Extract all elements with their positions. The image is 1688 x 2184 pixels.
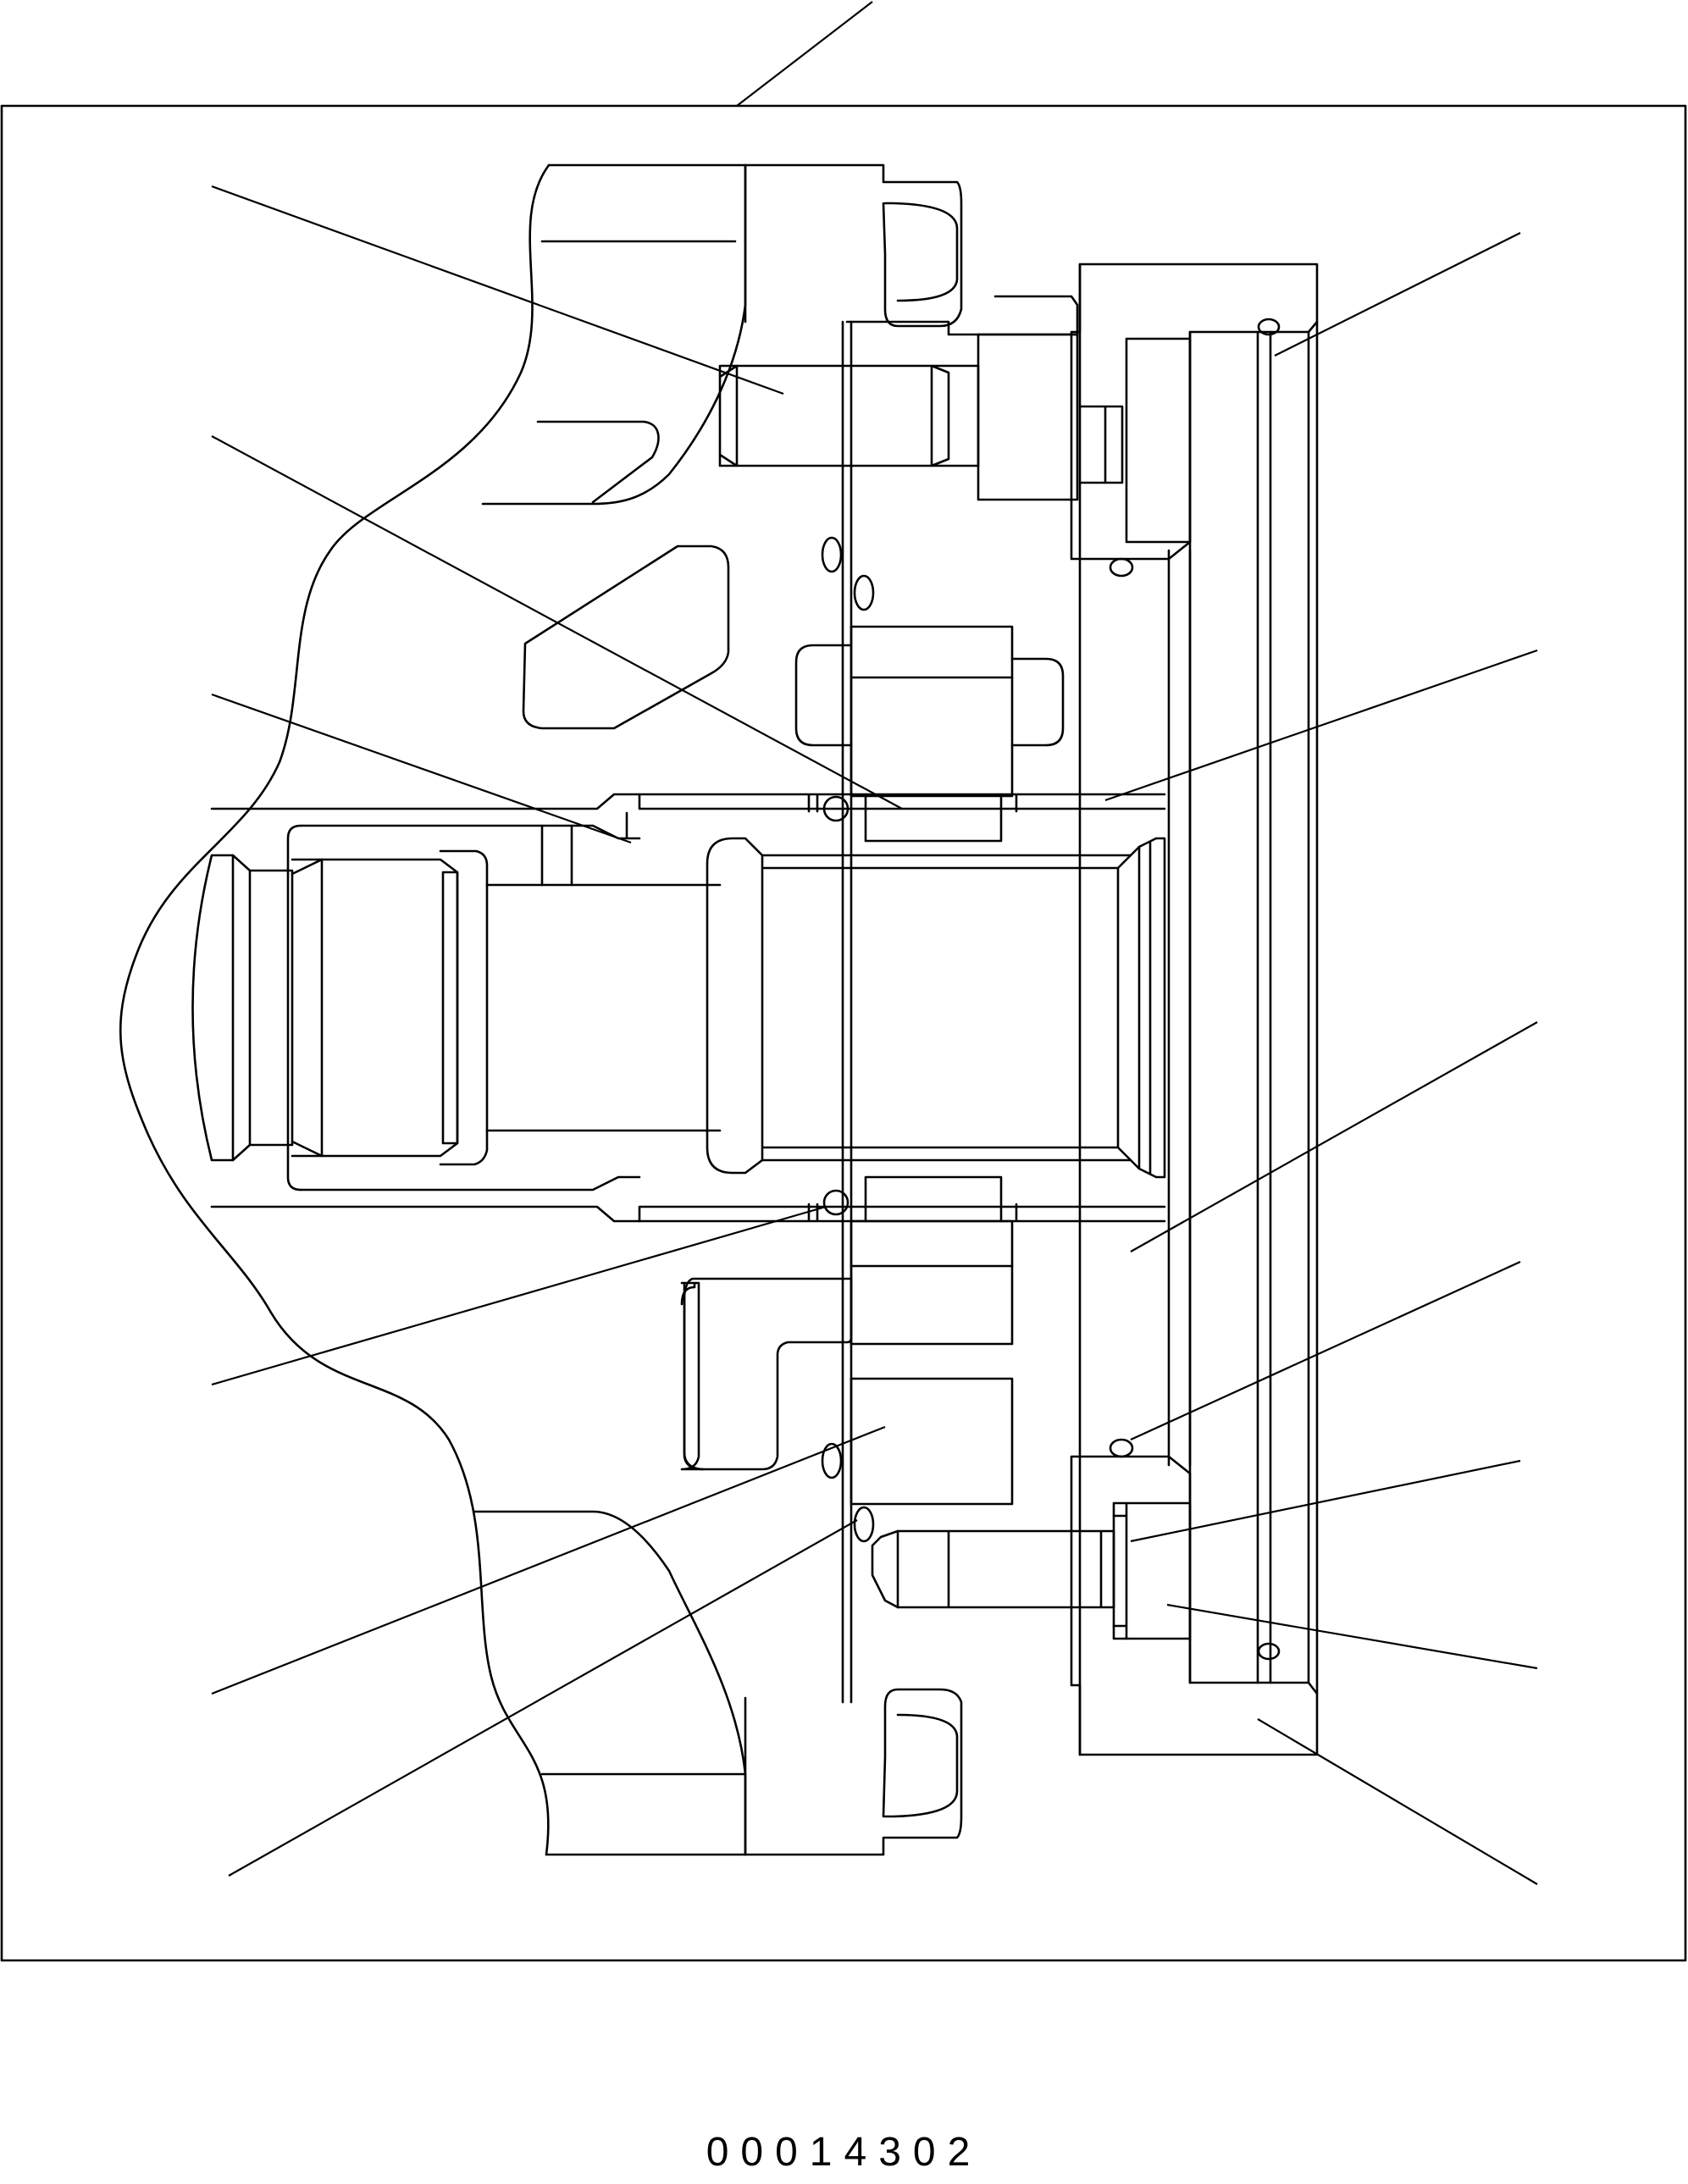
collar-bottom: [864, 1175, 1003, 1223]
bolt-head-top: [977, 333, 1079, 501]
leader-line-left-4: [211, 1205, 827, 1386]
collar-top: [864, 793, 1003, 843]
end-cover-outer: [1078, 263, 1319, 1756]
bolt-stud-bottom: [896, 1529, 1115, 1609]
retainer-inner-groove: [441, 871, 459, 1145]
housing-boss-top: [536, 240, 737, 504]
o-ring-valve-plate-3: [821, 1442, 843, 1479]
casting-bottom-step: [883, 1713, 959, 1818]
bolt-tip-bottom: [871, 1529, 899, 1609]
bolt-stud-top-right: [1078, 405, 1124, 484]
end-cover-bottom-boss: [1070, 1455, 1192, 1756]
piston-drum-outline: [706, 837, 1166, 1179]
o-ring-cover-top: [1109, 557, 1134, 578]
leader-line-left-2: [211, 435, 903, 810]
shaft-bore-upper-inner: [299, 811, 641, 840]
spool-block-lower-b: [850, 1377, 1014, 1506]
end-cover-top-boss: [1070, 263, 1192, 561]
bolt-flange-top: [845, 295, 1079, 336]
housing-casting-outline: [119, 163, 551, 1856]
housing-inner-contour-bottom: [473, 1510, 747, 1856]
o-ring-valve-plate-1: [821, 536, 843, 573]
casting-top-edge: [547, 163, 963, 328]
shaft-bore-lower-inner: [299, 1175, 641, 1192]
leader-line-left-3: [211, 693, 632, 844]
o-ring-cover-bottom: [1109, 1438, 1134, 1458]
check-ball-lower: [822, 1189, 850, 1216]
o-ring-bottom-right: [1257, 1642, 1281, 1661]
cavity-lower-outline: [683, 1277, 853, 1471]
leader-line-right-1: [1274, 232, 1521, 357]
end-cover-plate: [1188, 330, 1310, 1684]
coupling-left-ring-inner: [291, 858, 324, 1158]
bore-top-bands: [638, 793, 1166, 813]
bore-step-upper: [540, 824, 573, 887]
leader-line-top: [736, 1, 873, 107]
coupling-left-ring: [291, 858, 459, 1158]
leader-line-right-2: [1104, 649, 1538, 802]
drawing-frame: [0, 104, 1687, 1962]
bore-bottom-bands: [638, 1203, 1166, 1223]
leader-line-right-5: [1130, 1459, 1521, 1543]
piston-drum-right-lines: [1137, 841, 1152, 1175]
end-cover-groove: [1256, 320, 1319, 1695]
coupling-retainer: [439, 849, 489, 1166]
leader-line-left-5: [211, 1425, 886, 1695]
check-ball-upper: [822, 795, 850, 822]
leader-line-right-4: [1130, 1260, 1521, 1441]
o-ring-top-right: [1257, 318, 1281, 336]
leader-line-right-7: [1257, 1718, 1538, 1885]
shaft-end-chamfer: [231, 854, 252, 1162]
washer-bottom-inner: [1112, 1501, 1128, 1640]
seal-plate-top: [1125, 337, 1192, 544]
bolt-stud-top: [718, 364, 980, 467]
leader-line-left-6: [228, 1519, 858, 1877]
o-ring-valve-plate-2: [853, 574, 875, 611]
leader-line-left-1: [211, 185, 784, 395]
spool-block-lower-a: [850, 1219, 1014, 1346]
spool-block-upper: [850, 625, 1014, 798]
spline-shaft-outline: [286, 824, 302, 1192]
drawing-number: 00014302: [706, 2130, 982, 2175]
housing-inner-contour-top: [481, 163, 747, 506]
casting-top-step: [883, 202, 959, 302]
washer-bottom: [1112, 1501, 1192, 1640]
shaft-bore-upper-wall: [210, 793, 1166, 810]
casting-bottom-edge: [545, 1688, 963, 1856]
o-ring-valve-plate-4: [853, 1506, 875, 1543]
shaft-end: [191, 854, 294, 1162]
leader-line-right-6: [1166, 1603, 1538, 1670]
valve-plate-line: [841, 320, 853, 1704]
cavity-upper: [522, 545, 730, 730]
shaft-bore-lower-wall: [210, 1205, 1166, 1223]
spool-block-upper-left: [794, 644, 853, 747]
spool-block-upper-right: [1010, 657, 1065, 747]
piston-drum-inner: [761, 854, 1132, 1162]
leader-line-right-3: [1130, 1021, 1538, 1252]
